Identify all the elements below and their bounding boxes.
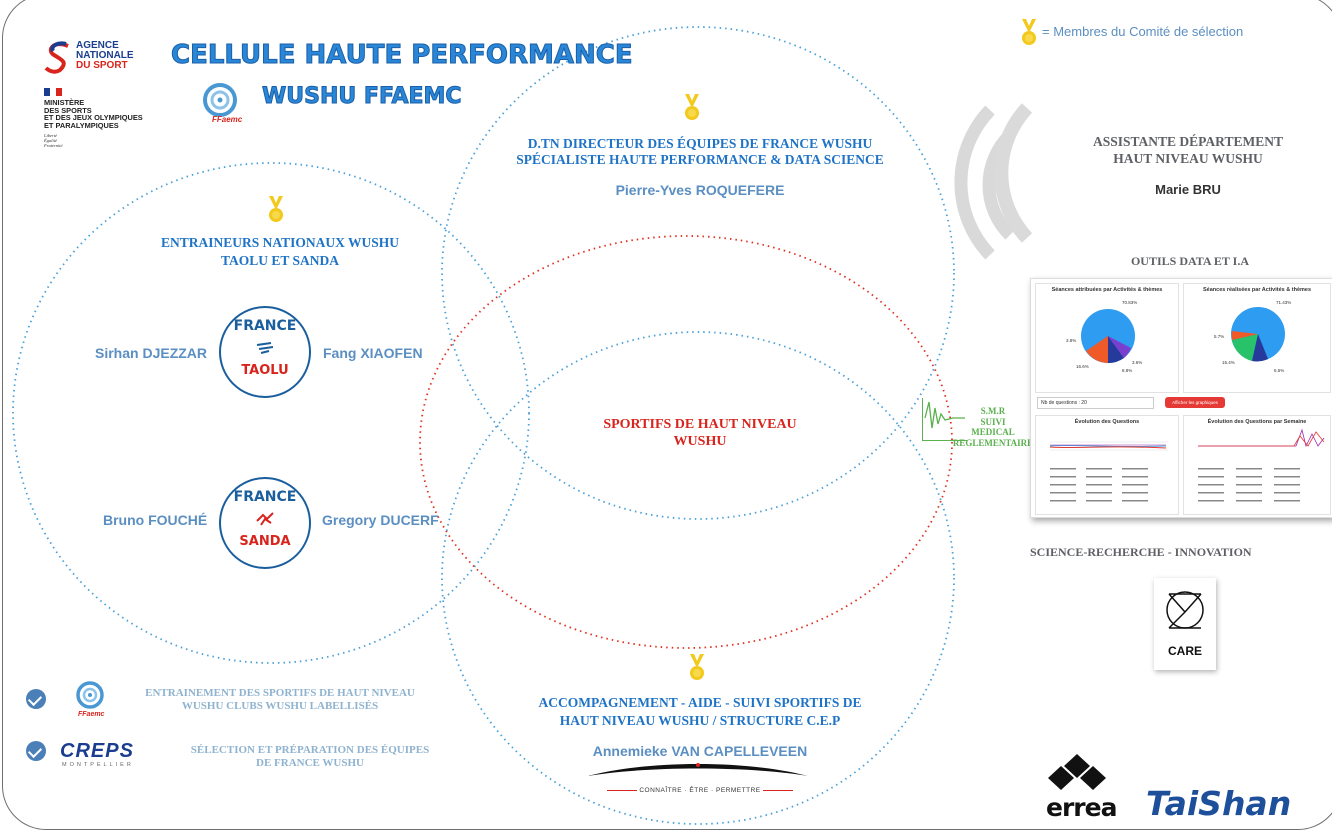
coaches-medal-icon <box>268 196 284 224</box>
page-title: CELLULE HAUTE PERFORMANCE <box>171 40 634 71</box>
errea-wordmark: errea <box>1046 793 1117 822</box>
research-title: SCIENCE-RECHERCHE - INNOVATION <box>1030 545 1252 559</box>
assistant-name: Marie BRU <box>1155 182 1221 197</box>
dashboard-panel-1: Séances attribuées par Activités & thème… <box>1035 283 1179 393</box>
dtn-circle <box>441 26 955 520</box>
taolu-figure-icon <box>255 341 275 355</box>
club-training-text: ENTRAINEMENT DES SPORTIFS DE HAUT NIVEAU… <box>145 687 415 712</box>
ffaemc-logo-icon: FFaemc <box>198 80 242 130</box>
questions-filter: Nb de questions : 20 <box>1037 397 1154 409</box>
team-selection-text: SÉLECTION ET PRÉPARATION DES ÉQUIPES DE … <box>190 744 430 769</box>
ans-label: AGENCE NATIONALE DU SPORT <box>76 40 134 71</box>
care-logo: CARE <box>1154 578 1216 670</box>
ans-logo-icon <box>44 40 74 74</box>
coaches-circle <box>12 162 530 664</box>
ffaemc-small-logo-icon: FFaemc <box>72 677 112 723</box>
legend-text: = Membres du Comité de sélection <box>1042 24 1244 39</box>
support-medal-icon <box>689 654 705 682</box>
errea-logo-icon <box>1046 752 1108 796</box>
dashboard-panel-3: Évolution des Questions <box>1035 415 1179 515</box>
france-sanda-badge: FRANCE SANDA <box>219 477 311 569</box>
smr-label: S.M.R SUIVI MEDICAL REGLEMENTAIRE <box>952 406 1034 448</box>
legend-medal-icon <box>1021 19 1037 47</box>
dtn-medal-icon <box>684 94 700 122</box>
coaches-title: ENTRAINEURS NATIONAUX WUSHU TAOLU ET SAN… <box>160 235 400 268</box>
creps-logo: CREPS <box>60 740 134 762</box>
motto: Liberté Égalité Fraternité <box>44 133 63 148</box>
coach-bruno: Bruno FOUCHÉ <box>103 512 208 528</box>
assistant-title: ASSISTANTE DÉPARTEMENT HAUT NIVEAU WUSHU <box>1093 134 1283 166</box>
coach-gregory: Gregory DUCERF <box>322 512 439 528</box>
athletes-circle <box>419 235 953 649</box>
dashboard-panel-4: Évolution des Questions par Semaine <box>1183 415 1331 515</box>
ministry-label: MINISTÈRE DES SPORTS ET DES JEUX OLYMPIQ… <box>44 98 143 130</box>
ecg-icon <box>922 398 967 441</box>
support-tagline: CONNAÎTRE · ÊTRE · PERMETTRE <box>594 787 806 794</box>
page-subtitle: WUSHU FFAEMC <box>262 84 463 110</box>
creps-sub: MONTPELLIER <box>62 762 134 768</box>
sanda-figure-icon <box>255 511 275 527</box>
support-circle <box>441 331 955 825</box>
taishan-logo: TaiShan <box>1146 784 1292 823</box>
care-emblem-icon <box>1166 591 1204 629</box>
show-charts-button: Afficher les graphiques <box>1165 397 1225 408</box>
france-taolu-badge: FRANCE TAOLU <box>219 306 311 398</box>
check-icon <box>26 741 46 761</box>
coach-sirhan: Sirhan DJEZZAR <box>95 345 208 361</box>
dashboard-panel-2: Séances réalisées par Activités & thèmes… <box>1183 283 1331 393</box>
support-name: Annemieke VAN CAPELLEVEEN <box>592 743 808 759</box>
tools-title: OUTILS DATA ET I.A <box>1130 254 1250 268</box>
athletes-title: SPORTIFS DE HAUT NIVEAU WUSHU <box>603 417 797 449</box>
dtn-name: Pierre-Yves ROQUEFERE <box>615 182 785 198</box>
dashboard-screenshot: Séances attribuées par Activités & thème… <box>1030 278 1332 518</box>
dtn-title: D.TN DIRECTEUR DES ÉQUIPES DE FRANCE WUS… <box>516 136 884 167</box>
support-title: ACCOMPAGNEMENT - AIDE - SUIVI SPORTIFS D… <box>538 695 862 728</box>
coach-fang: Fang XIAOFEN <box>323 345 423 361</box>
check-icon <box>26 689 46 709</box>
french-flag-icon <box>44 88 62 96</box>
swoosh-logo-icon <box>588 762 808 778</box>
